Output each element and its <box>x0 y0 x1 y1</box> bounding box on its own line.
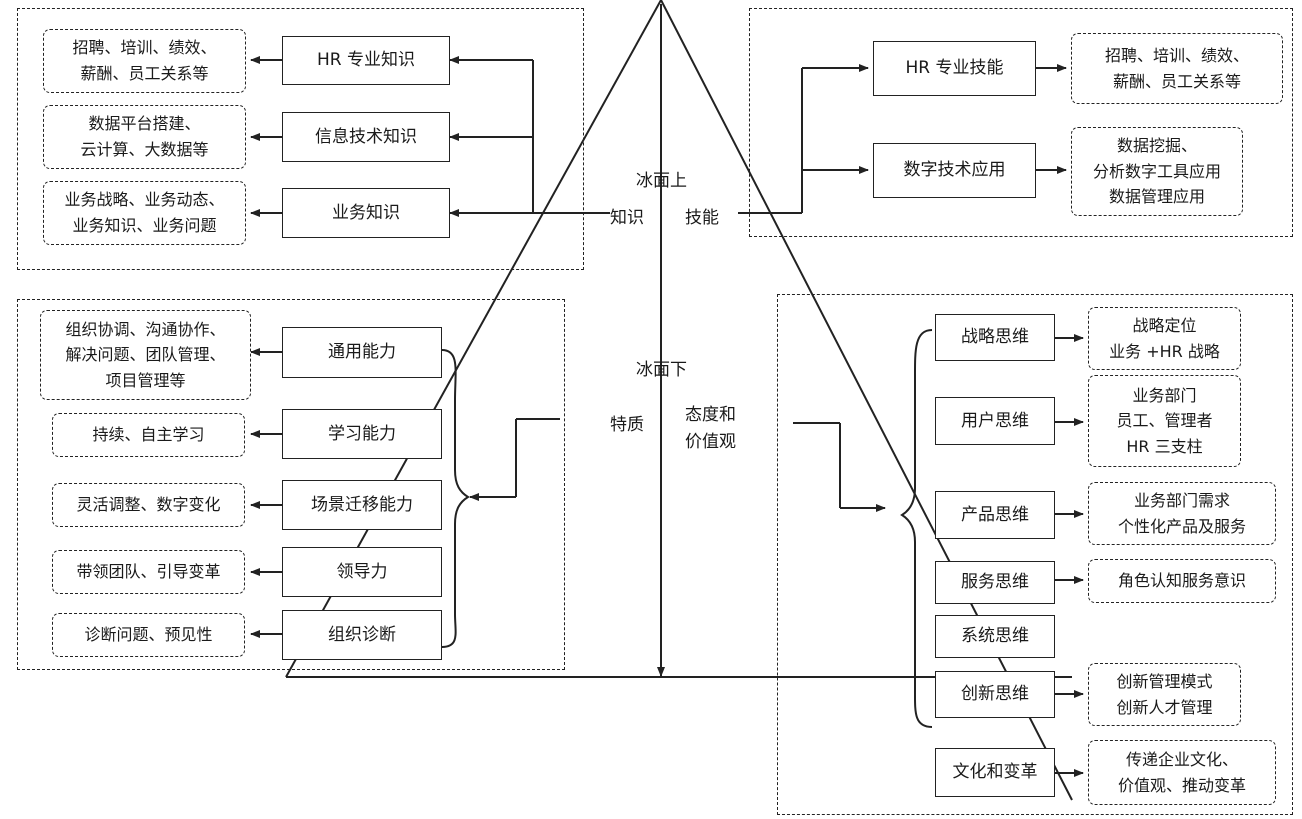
detail-line: 解决问题、团队管理、 <box>65 345 226 365</box>
attitude-detail-culture: 传递企业文化、 价值观、推动变革 <box>1088 740 1276 805</box>
knowledge-item-it: 信息技术知识 <box>282 112 450 162</box>
attitude-item-user: 用户思维 <box>935 397 1055 445</box>
detail-line: 业务知识、业务问题 <box>72 216 217 235</box>
traits-item-leadership: 领导力 <box>282 547 442 597</box>
pyramid-right-edge <box>660 0 1073 801</box>
attitude-detail-strategy: 战略定位 业务 +HR 战略 <box>1088 307 1241 370</box>
traits-detail-general: 组织协调、沟通协作、 解决问题、团队管理、 项目管理等 <box>40 310 251 400</box>
detail-line: 持续、自主学习 <box>92 425 205 445</box>
traits-brace <box>441 349 470 648</box>
detail-line: 招聘、培训、绩效、 <box>72 38 217 58</box>
traits-item-transfer: 场景迁移能力 <box>282 480 442 530</box>
detail-line: 云计算、大数据等 <box>80 140 209 159</box>
detail-line: 个性化产品及服务 <box>1117 516 1246 536</box>
below-water-label: 冰面下 <box>636 360 687 380</box>
detail-line: 招聘、培训、绩效、 <box>1104 45 1249 65</box>
attitude-item-service: 服务思维 <box>935 561 1055 604</box>
attitude-detail-service: 角色认知服务意识 <box>1088 559 1276 603</box>
skills-group <box>749 8 1293 237</box>
traits-detail-diagnosis: 诊断问题、预见性 <box>52 613 245 657</box>
traits-item-learning: 学习能力 <box>282 409 442 459</box>
detail-line: 员工、管理者 <box>1116 411 1213 431</box>
detail-line: 价值观、推动变革 <box>1117 775 1246 795</box>
traits-detail-transfer: 灵活调整、数字变化 <box>52 483 245 527</box>
detail-line: 带领团队、引导变革 <box>76 562 221 582</box>
attitude-label-line1: 态度和 <box>685 405 736 425</box>
attitude-item-product: 产品思维 <box>935 491 1055 539</box>
attitude-detail-innovation: 创新管理模式 创新人才管理 <box>1088 663 1241 726</box>
traits-label: 特质 <box>610 415 644 435</box>
traits-group <box>17 299 565 670</box>
detail-line: 创新管理模式 <box>1116 671 1213 691</box>
attitude-item-culture: 文化和变革 <box>935 748 1055 797</box>
detail-line: 数据平台搭建、 <box>88 114 201 134</box>
detail-line: 灵活调整、数字变化 <box>76 495 221 515</box>
attitudes-brace <box>900 329 933 728</box>
detail-line: 业务部门需求 <box>1133 490 1230 510</box>
attitude-detail-user: 业务部门 员工、管理者 HR 三支柱 <box>1088 375 1241 467</box>
detail-line: 薪酬、员工关系等 <box>1112 71 1241 91</box>
skills-item-digital: 数字技术应用 <box>873 143 1036 198</box>
detail-line: 业务战略、业务动态、 <box>64 190 225 210</box>
attitude-item-innovation: 创新思维 <box>935 671 1055 718</box>
skills-detail-digital: 数据挖掘、 分析数字工具应用 数据管理应用 <box>1071 127 1243 216</box>
detail-line: 角色认知服务意识 <box>1117 571 1246 591</box>
detail-line: 诊断问题、预见性 <box>84 625 213 645</box>
detail-line: 业务部门 <box>1132 385 1197 405</box>
knowledge-detail-hr: 招聘、培训、绩效、 薪酬、员工关系等 <box>43 29 246 93</box>
traits-item-diagnosis: 组织诊断 <box>282 610 442 660</box>
detail-line: 创新人才管理 <box>1116 697 1213 717</box>
knowledge-item-business: 业务知识 <box>282 188 450 238</box>
above-water-label: 冰面上 <box>636 171 687 191</box>
traits-detail-leadership: 带领团队、引导变革 <box>52 550 245 594</box>
skills-label: 技能 <box>685 208 719 228</box>
attitude-item-system: 系统思维 <box>935 615 1055 658</box>
detail-line: 传递企业文化、 <box>1125 749 1238 769</box>
knowledge-item-hr: HR 专业知识 <box>282 36 450 85</box>
detail-line: 业务 +HR 战略 <box>1109 341 1220 361</box>
traits-detail-learning: 持续、自主学习 <box>52 413 245 457</box>
knowledge-detail-it: 数据平台搭建、 云计算、大数据等 <box>43 105 246 169</box>
detail-line: 数据管理应用 <box>1108 187 1205 207</box>
detail-line: HR 三支柱 <box>1126 436 1203 456</box>
detail-line: 战略定位 <box>1132 315 1197 335</box>
detail-line: 数据挖掘、 <box>1116 136 1197 156</box>
detail-line: 分析数字工具应用 <box>1092 161 1221 181</box>
detail-line: 组织协调、沟通协作、 <box>65 319 226 339</box>
knowledge-group <box>17 8 584 270</box>
detail-line: 薪酬、员工关系等 <box>80 64 209 83</box>
attitude-detail-product: 业务部门需求 个性化产品及服务 <box>1088 482 1276 545</box>
attitudes-group <box>777 294 1293 815</box>
attitude-label-line2: 价值观 <box>685 432 736 452</box>
knowledge-label: 知识 <box>610 208 644 228</box>
skills-detail-hr: 招聘、培训、绩效、 薪酬、员工关系等 <box>1071 33 1283 104</box>
skills-item-hr: HR 专业技能 <box>873 41 1036 96</box>
knowledge-detail-business: 业务战略、业务动态、 业务知识、业务问题 <box>43 181 246 245</box>
detail-line: 项目管理等 <box>105 370 186 390</box>
attitude-item-strategy: 战略思维 <box>935 314 1055 361</box>
traits-item-general: 通用能力 <box>282 327 442 378</box>
